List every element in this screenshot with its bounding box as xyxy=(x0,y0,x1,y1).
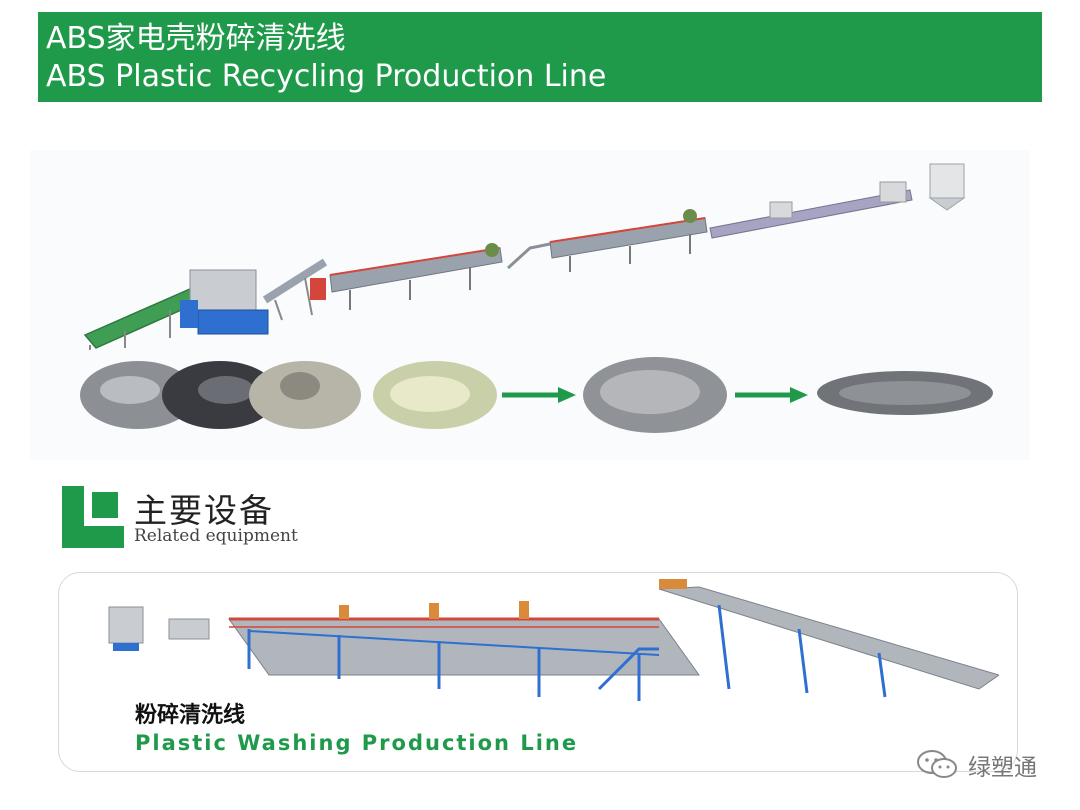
granules-photo xyxy=(817,371,993,415)
production-line-illustration xyxy=(30,150,1030,460)
section-title: 主要设备 xyxy=(134,491,274,530)
raw-material-photo-1 xyxy=(80,361,196,429)
washing-tank-1 xyxy=(310,243,503,310)
transfer-stairs xyxy=(506,242,551,270)
storage-silo xyxy=(928,163,966,211)
drying-pipeline xyxy=(709,181,913,239)
raw-material-photo-3 xyxy=(249,361,361,429)
card-title-chinese: 粉碎清洗线 xyxy=(135,703,246,728)
title-chinese: ABS家电壳粉碎清洗线 xyxy=(46,21,346,56)
washing-tank-2 xyxy=(549,209,708,272)
washing-line-card: 粉碎清洗线 Plastic Washing Production Line xyxy=(58,572,1018,772)
process-arrow-2 xyxy=(735,387,808,403)
section-subtitle: Related equipment xyxy=(134,526,298,546)
card-title-english: Plastic Washing Production Line xyxy=(135,731,579,755)
wechat-icon xyxy=(917,750,957,778)
process-arrow-1 xyxy=(502,387,576,403)
title-banner: ABS家电壳粉碎清洗线 ABS Plastic Recycling Produc… xyxy=(38,12,1042,102)
brand-logo-icon xyxy=(62,486,124,548)
raw-material-photo-4 xyxy=(373,361,497,429)
watermark-text: 绿塑通 xyxy=(968,755,1037,781)
related-equipment-header: 主要设备 Related equipment xyxy=(62,484,362,554)
crusher-machine xyxy=(180,269,269,335)
watermark: 绿塑通 xyxy=(916,744,1056,784)
washing-line-machine-illustration xyxy=(108,579,999,701)
screw-loader xyxy=(262,258,328,321)
raw-material-photo-2 xyxy=(162,361,278,429)
crushed-flakes-photo xyxy=(583,357,727,433)
title-english: ABS Plastic Recycling Production Line xyxy=(46,59,607,94)
